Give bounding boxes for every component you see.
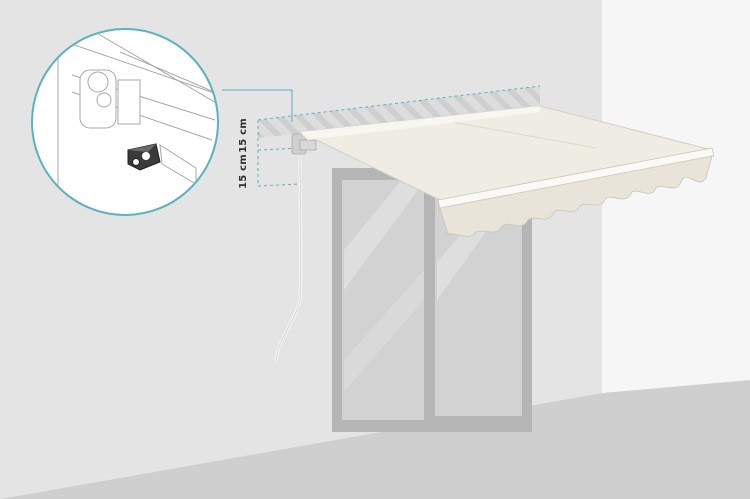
dimension-label-lower: 15 cm <box>237 154 249 189</box>
floor <box>0 380 750 499</box>
dimension-label-upper: 15 cm <box>237 118 249 153</box>
awning <box>298 105 715 237</box>
side-wall <box>602 0 750 393</box>
mounting-bracket-icon <box>127 143 161 171</box>
awning-valance <box>439 155 713 237</box>
bracket-detail-magnifier-icon <box>31 28 219 216</box>
dimension-guides <box>222 85 541 187</box>
